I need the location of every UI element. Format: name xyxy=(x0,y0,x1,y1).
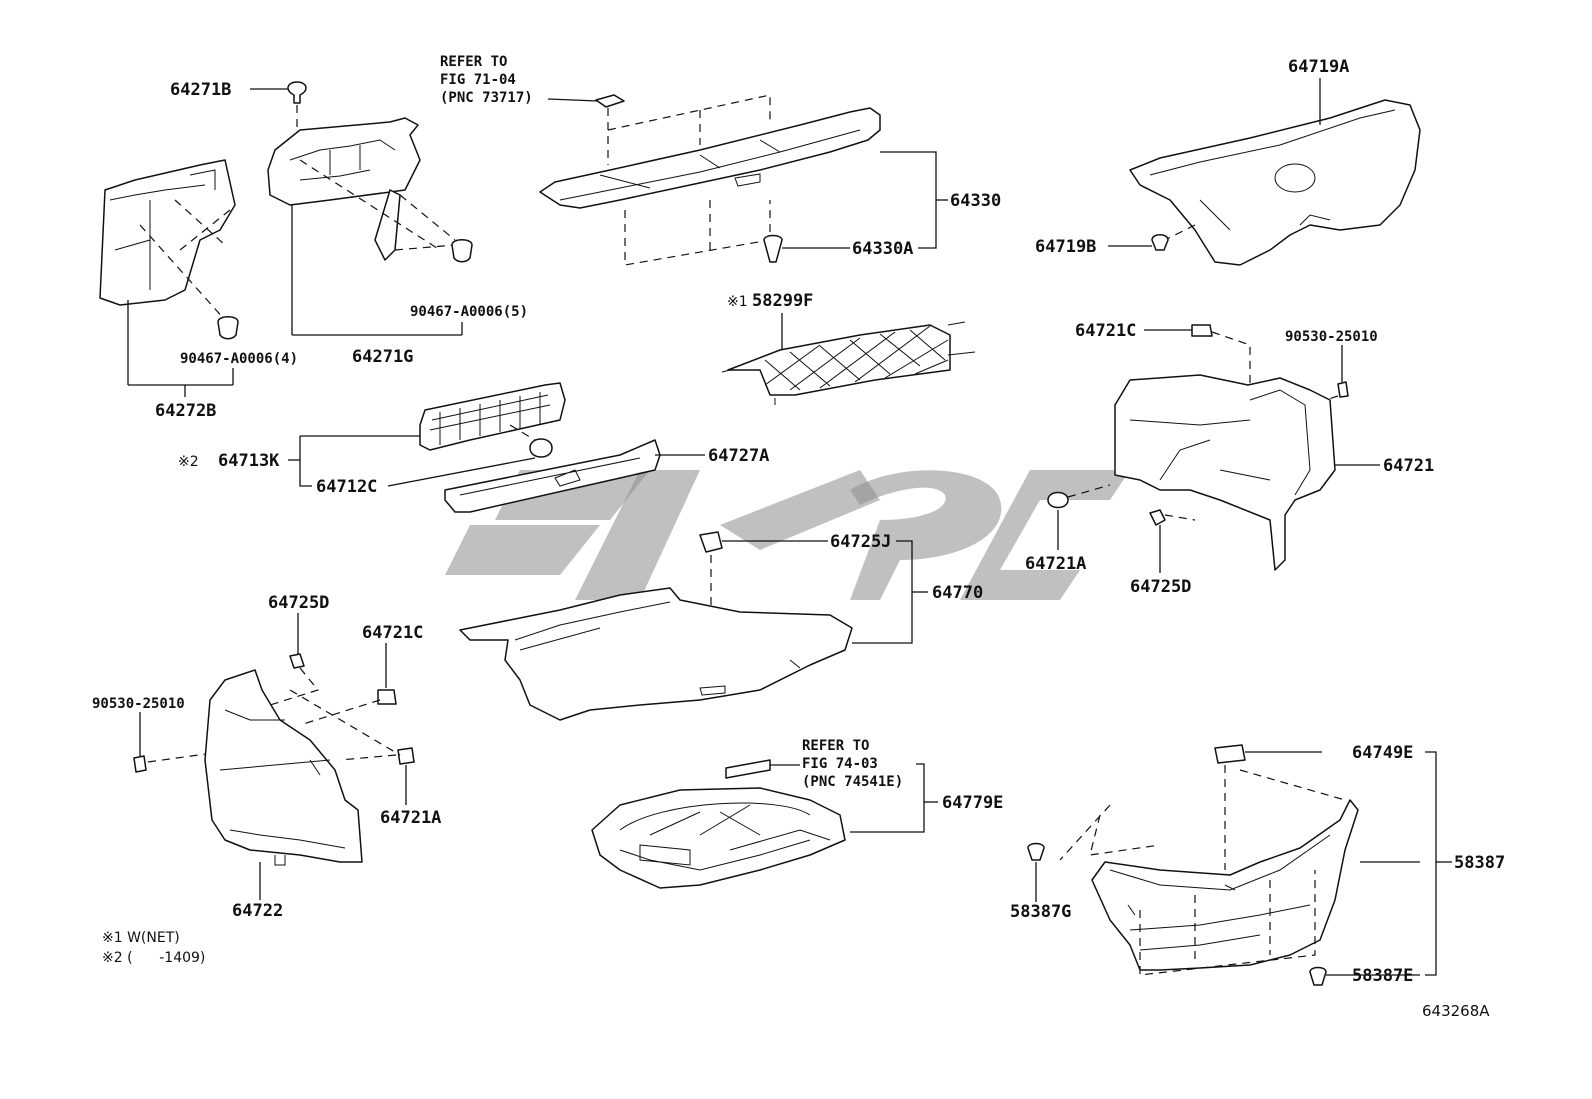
part-64779e-cover xyxy=(591,787,846,889)
part-74541e-pad xyxy=(725,759,771,779)
label-64725d-right: 64725D xyxy=(1130,577,1191,597)
label-64712c: 64712C xyxy=(316,477,377,497)
label-64725d-left: 64725D xyxy=(268,593,329,613)
part-64719b-clip xyxy=(1151,234,1169,251)
ref1-line3: (PNC 73717) xyxy=(440,90,533,106)
part-58299f-group: ※1 58299F xyxy=(721,291,976,405)
part-64721c-clip-left xyxy=(377,689,397,705)
emblem-recess xyxy=(1274,163,1316,193)
label-64721c-right: 64721C xyxy=(1075,321,1136,341)
figure-code: 643268A xyxy=(1422,1002,1490,1020)
part-90530-clip-right xyxy=(1337,381,1349,398)
label-64749e: 64749E xyxy=(1352,743,1413,763)
label-64272b: 64272B xyxy=(155,401,216,421)
part-64725d-clip-right xyxy=(1149,509,1166,526)
label-64721a-right: 64721A xyxy=(1025,554,1086,574)
part-64721c-clip-right xyxy=(1191,324,1213,337)
part-90467-clip-5 xyxy=(451,239,473,263)
label-64721a-left: 64721A xyxy=(380,808,441,828)
label-58387g: 58387G xyxy=(1010,902,1071,922)
label-58299f: 58299F xyxy=(752,291,813,311)
ref2-line1: REFER TO xyxy=(802,738,869,754)
part-64719a-panel xyxy=(1129,99,1421,266)
footnote-2: ※2 ( -1409) xyxy=(102,950,205,966)
part-64722-panel xyxy=(204,669,363,863)
part-64712c-cap xyxy=(529,438,553,458)
part-64722-group: 64725D 64721C 90530-25010 64721A 64722 xyxy=(92,593,441,921)
label-64779e: 64779E xyxy=(942,793,1003,813)
label-64721: 64721 xyxy=(1383,456,1434,476)
part-64330a-clip xyxy=(763,234,783,263)
ref2-line3: (PNC 74541E) xyxy=(802,774,903,790)
part-90467-clip-4 xyxy=(217,316,239,340)
part-64330-tray xyxy=(539,107,881,209)
label-64722: 64722 xyxy=(232,901,283,921)
part-64770-group: 64725J 64770 xyxy=(459,531,983,721)
label-64271g: 64271G xyxy=(352,347,413,367)
part-64271-group: 64271B 90467-A0006(5) 64271G xyxy=(170,80,528,367)
mark-64713k: ※2 xyxy=(178,454,199,470)
label-90467-a0006-4: 90467-A0006(4) xyxy=(180,351,298,367)
label-64721c-left: 64721C xyxy=(362,623,423,643)
label-90530-left: 90530-25010 xyxy=(92,696,185,712)
part-64725d-clip-left xyxy=(289,653,305,669)
part-58387-group: 64749E 58387 58387G 58387E xyxy=(1010,743,1505,986)
mark-58299f: ※1 xyxy=(727,294,748,310)
part-58387e-clip xyxy=(1309,966,1327,986)
part-64272b-panel xyxy=(99,159,236,306)
label-90530-right: 90530-25010 xyxy=(1285,329,1378,345)
part-64721-panel xyxy=(1114,374,1336,571)
part-90530-clip-left xyxy=(133,755,147,773)
part-64721a-cap-right xyxy=(1047,491,1069,509)
label-90467-a0006-5: 90467-A0006(5) xyxy=(410,304,528,320)
part-64779e-group: REFER TO FIG 74-03 (PNC 74541E) 64779E xyxy=(591,738,1003,889)
part-73717-cap xyxy=(595,94,625,108)
ref1-line2: FIG 71-04 xyxy=(440,72,516,88)
part-58299f-net xyxy=(727,324,951,396)
part-64749e-clip xyxy=(1214,744,1246,764)
label-64770: 64770 xyxy=(932,583,983,603)
part-64271b-clip xyxy=(287,81,307,104)
part-64770-mat xyxy=(459,587,853,721)
label-58387: 58387 xyxy=(1454,853,1505,873)
part-64719a-group: 64719A 64719B xyxy=(1035,57,1421,266)
label-64719b: 64719B xyxy=(1035,237,1096,257)
part-64713k-group: ※2 64713K 64712C 64727A xyxy=(178,382,769,513)
part-64721a-clip-left xyxy=(397,747,415,765)
label-58387e: 58387E xyxy=(1352,966,1413,986)
footnote-1: ※1 W(NET) xyxy=(102,930,180,946)
ref1-line1: REFER TO xyxy=(440,54,507,70)
part-64330-group: REFER TO FIG 71-04 (PNC 73717) 64330 643… xyxy=(440,54,1001,266)
label-64330: 64330 xyxy=(950,191,1001,211)
label-64330a: 64330A xyxy=(852,239,913,259)
part-64721-group: 64721C 90530-25010 64721 64721A 64725D xyxy=(1025,321,1434,597)
part-58387g-clip xyxy=(1027,842,1045,861)
label-64725j: 64725J xyxy=(830,532,891,552)
part-64272b-group: 90467-A0006(4) 64272B xyxy=(99,159,298,421)
label-64271b: 64271B xyxy=(170,80,231,100)
label-64727a: 64727A xyxy=(708,446,769,466)
part-64271g-panel xyxy=(267,117,421,206)
label-64719a: 64719A xyxy=(1288,57,1349,77)
label-64713k: 64713K xyxy=(218,451,280,471)
part-64725j-clip xyxy=(699,531,723,553)
ref2-line2: FIG 74-03 xyxy=(802,756,878,772)
